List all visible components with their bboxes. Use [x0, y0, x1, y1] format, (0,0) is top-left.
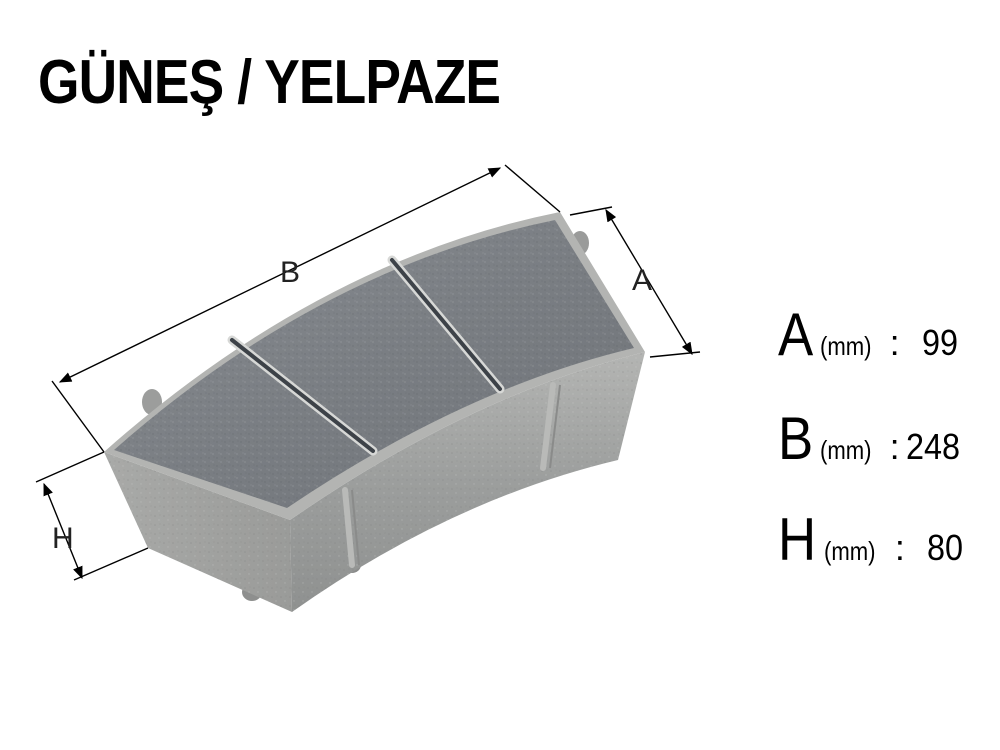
spec-separator: : — [889, 426, 900, 467]
spec-letter: B — [778, 405, 814, 472]
dimension-b — [51, 164, 561, 453]
spec-value: 248 — [906, 426, 961, 467]
front-ridges — [342, 382, 556, 568]
dimension-h — [35, 451, 149, 581]
spec-row-b: B (mm) : 248 — [778, 404, 966, 474]
spec-unit: (mm) — [820, 331, 873, 361]
dimension-a-label: A — [632, 264, 652, 297]
dimension-a — [569, 206, 701, 358]
spec-separator: : — [889, 322, 900, 363]
spec-row-h: H (mm) : 80 — [778, 505, 967, 575]
spec-letter: H — [778, 506, 817, 573]
spec-unit: (mm) — [823, 536, 876, 566]
spec-unit: (mm) — [820, 435, 873, 465]
spec-letter: A — [778, 301, 814, 368]
spec-separator: : — [894, 527, 905, 568]
dimension-b-label: B — [280, 256, 300, 289]
spec-row-a: A (mm) : 99 — [778, 300, 962, 370]
spec-value: 80 — [927, 527, 964, 568]
page-title: GÜNEŞ / YELPAZE — [38, 48, 501, 117]
spec-value: 99 — [922, 322, 959, 363]
dimension-h-label: H — [52, 522, 74, 555]
